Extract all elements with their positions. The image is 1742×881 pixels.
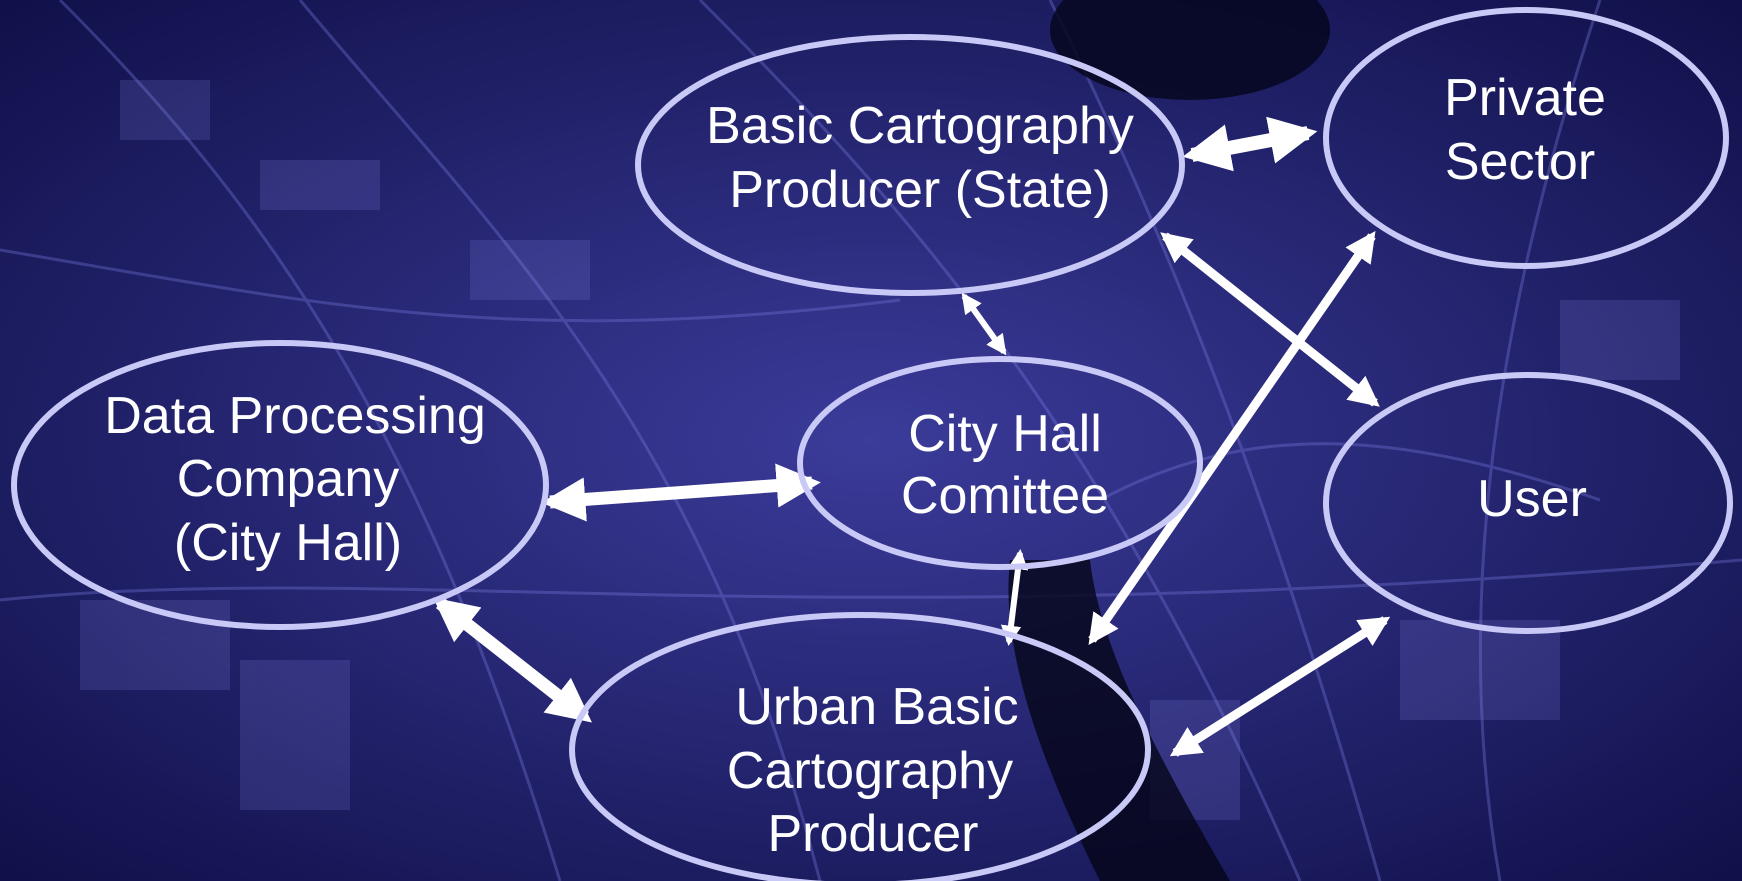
edge-state-private [1182,116,1318,172]
node-user-label-line-1: User [1477,470,1587,528]
node-state-label-line-2: Producer (State) [729,161,1111,219]
node-cityhall: City Hall Comittee [797,356,1203,570]
node-dataproc: Data Processing Company (City Hall) [11,340,549,630]
node-state: Basic Cartography Producer (State) [635,34,1185,296]
edges [433,116,1391,757]
edge-urban-user [1169,616,1391,757]
node-urban: Urban Basic Cartography Producer [569,612,1151,881]
node-private-ellipse [1323,7,1729,269]
node-user-ellipse [1323,372,1733,634]
node-cityhall-label-line-1: City Hall [908,405,1102,463]
node-cityhall-label-line-2: Comittee [901,467,1109,525]
edge-state-cityhall [961,292,1007,356]
node-dataproc-label-line-2: Company [177,450,400,508]
node-private: Private Sector [1323,7,1729,269]
node-dataproc-ellipse [11,340,549,630]
node-private-label-line-1: Private [1444,69,1606,127]
node-private-label-line-2: Sector [1445,133,1595,191]
node-urban-label-line-2: Cartography [727,742,1013,800]
node-cityhall-ellipse [797,356,1203,570]
edge-dataproc-cityhall [541,463,821,522]
edge-private-urban [1088,230,1376,646]
node-state-label-line-1: Basic Cartography [706,97,1134,155]
node-urban-label-line-1: Urban Basic [735,678,1018,736]
node-urban-label-line-3: Producer [768,805,979,863]
node-user: User [1323,372,1733,634]
node-dataproc-label-line-1: Data Processing [104,387,486,445]
node-dataproc-label-line-3: (City Hall) [174,514,402,572]
edge-dataproc-urban [433,597,592,723]
node-state-ellipse [635,34,1185,296]
node-urban-ellipse [569,612,1151,881]
